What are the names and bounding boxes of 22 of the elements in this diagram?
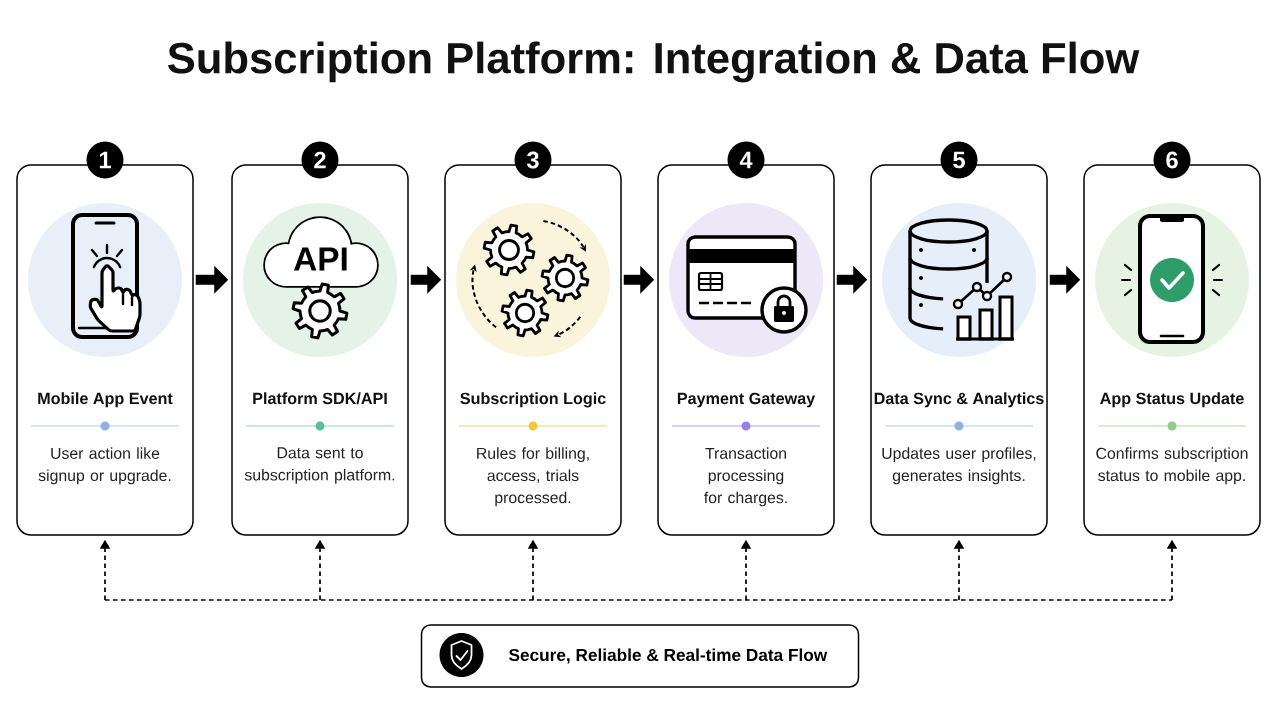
card-title: Subscription Logic (460, 392, 606, 408)
info-box: Secure, Reliable & Real-time Data Flow (420, 624, 860, 688)
card-description: Updates user profiles, generates insights. (882, 447, 1036, 485)
card-description: Confirms subscription status to mobile app. (1096, 447, 1248, 485)
card-title: Platform SDK/API (253, 392, 387, 405)
card-title: Mobile App Event (38, 392, 173, 408)
card-description: Rules for billing, access, trials processed. (477, 447, 589, 507)
number-badge: 4 (727, 141, 765, 179)
card-description: User action like signup or upgrade. (38, 447, 171, 485)
number-badge: 5 (940, 141, 978, 179)
card-description: Data sent to subscription platform. (244, 447, 395, 484)
card-title: Payment Gateway (677, 392, 816, 408)
card-description: Transaction processing for charges. (704, 447, 787, 507)
number-badge: 2 (301, 141, 339, 179)
number-badge: 6 (1153, 141, 1191, 179)
number-badge: 1 (86, 141, 124, 179)
icon-label: API (294, 247, 347, 271)
dashed-line (104, 599, 1173, 601)
card-title: Data Sync & Analytics (874, 392, 1044, 408)
title: Subscription Platform: Integration & Data Flow (168, 41, 1140, 83)
card-title: App Status Update (1100, 392, 1244, 408)
number-badge: 3 (514, 141, 552, 179)
